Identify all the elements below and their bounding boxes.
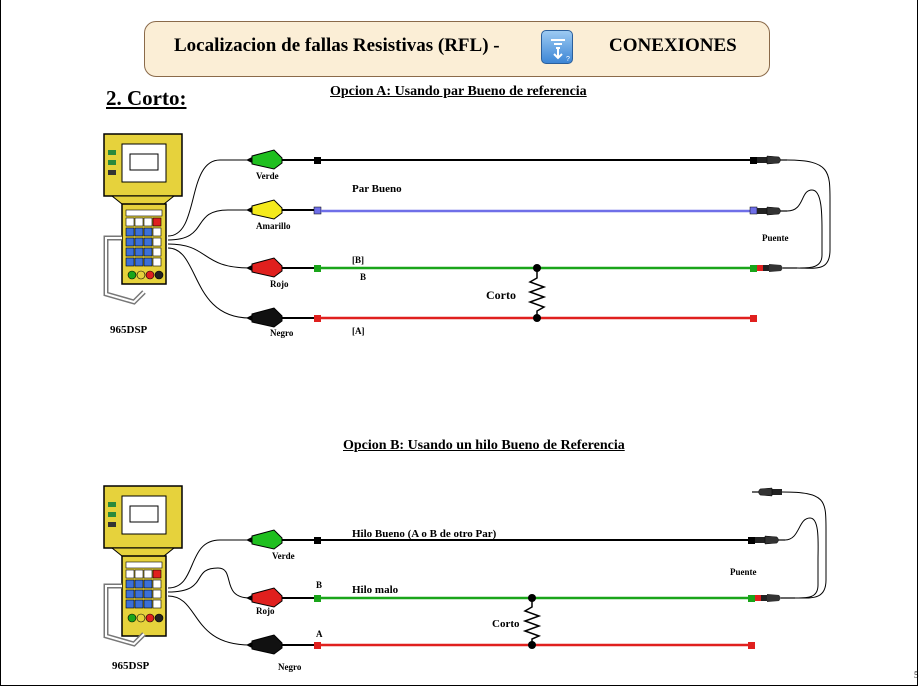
device-965dsp-a (103, 133, 183, 305)
clip-label-negro-b: Negro (278, 662, 302, 672)
clip-label-amarillo-a: Amarillo (256, 221, 291, 231)
b-bracket-label: [B] (352, 255, 364, 265)
corto-label-a: Corto (486, 288, 516, 302)
clip-label-verde-b: Verde (272, 551, 295, 561)
b-label-a: B (360, 272, 367, 282)
clip-label-rojo-a: Rojo (270, 279, 289, 289)
section-title: 2. Corto: (106, 86, 187, 110)
b-label-b: B (316, 580, 323, 590)
a-bracket-label: [A] (352, 326, 365, 336)
puente-label-b: Puente (730, 567, 757, 577)
title-text: Localizacion de fallas Resistivas (RFL) … (174, 35, 500, 56)
option-b-diagram (103, 485, 827, 655)
clip-label-negro-a: Negro (270, 328, 294, 338)
fault-locate-icon: ? (541, 30, 573, 64)
a-label-b: A (316, 629, 323, 639)
clip-label-verde-a: Verde (256, 171, 279, 181)
title-banner (144, 21, 770, 77)
corto-label-b: Corto (492, 618, 520, 630)
option-b-heading: Opcion B: Usando un hilo Bueno de Refere… (343, 438, 625, 453)
page-number: 5 (914, 670, 919, 680)
title-conexiones: CONEXIONES (609, 35, 737, 56)
puente-label-a: Puente (762, 233, 789, 243)
device-965dsp-b (103, 485, 183, 647)
hilo-bueno-label: Hilo Bueno (A o B de otro Par) (352, 528, 497, 540)
clip-label-rojo-b: Rojo (256, 606, 275, 616)
device-label-b: 965DSP (112, 660, 150, 672)
par-bueno-label: Par Bueno (352, 183, 402, 195)
svg-text:?: ? (566, 56, 570, 63)
device-label-a: 965DSP (110, 324, 148, 336)
hilo-malo-label: Hilo malo (352, 584, 399, 596)
option-a-diagram (103, 133, 831, 328)
option-a-heading: Opcion A: Usando par Bueno de referencia (330, 84, 587, 99)
